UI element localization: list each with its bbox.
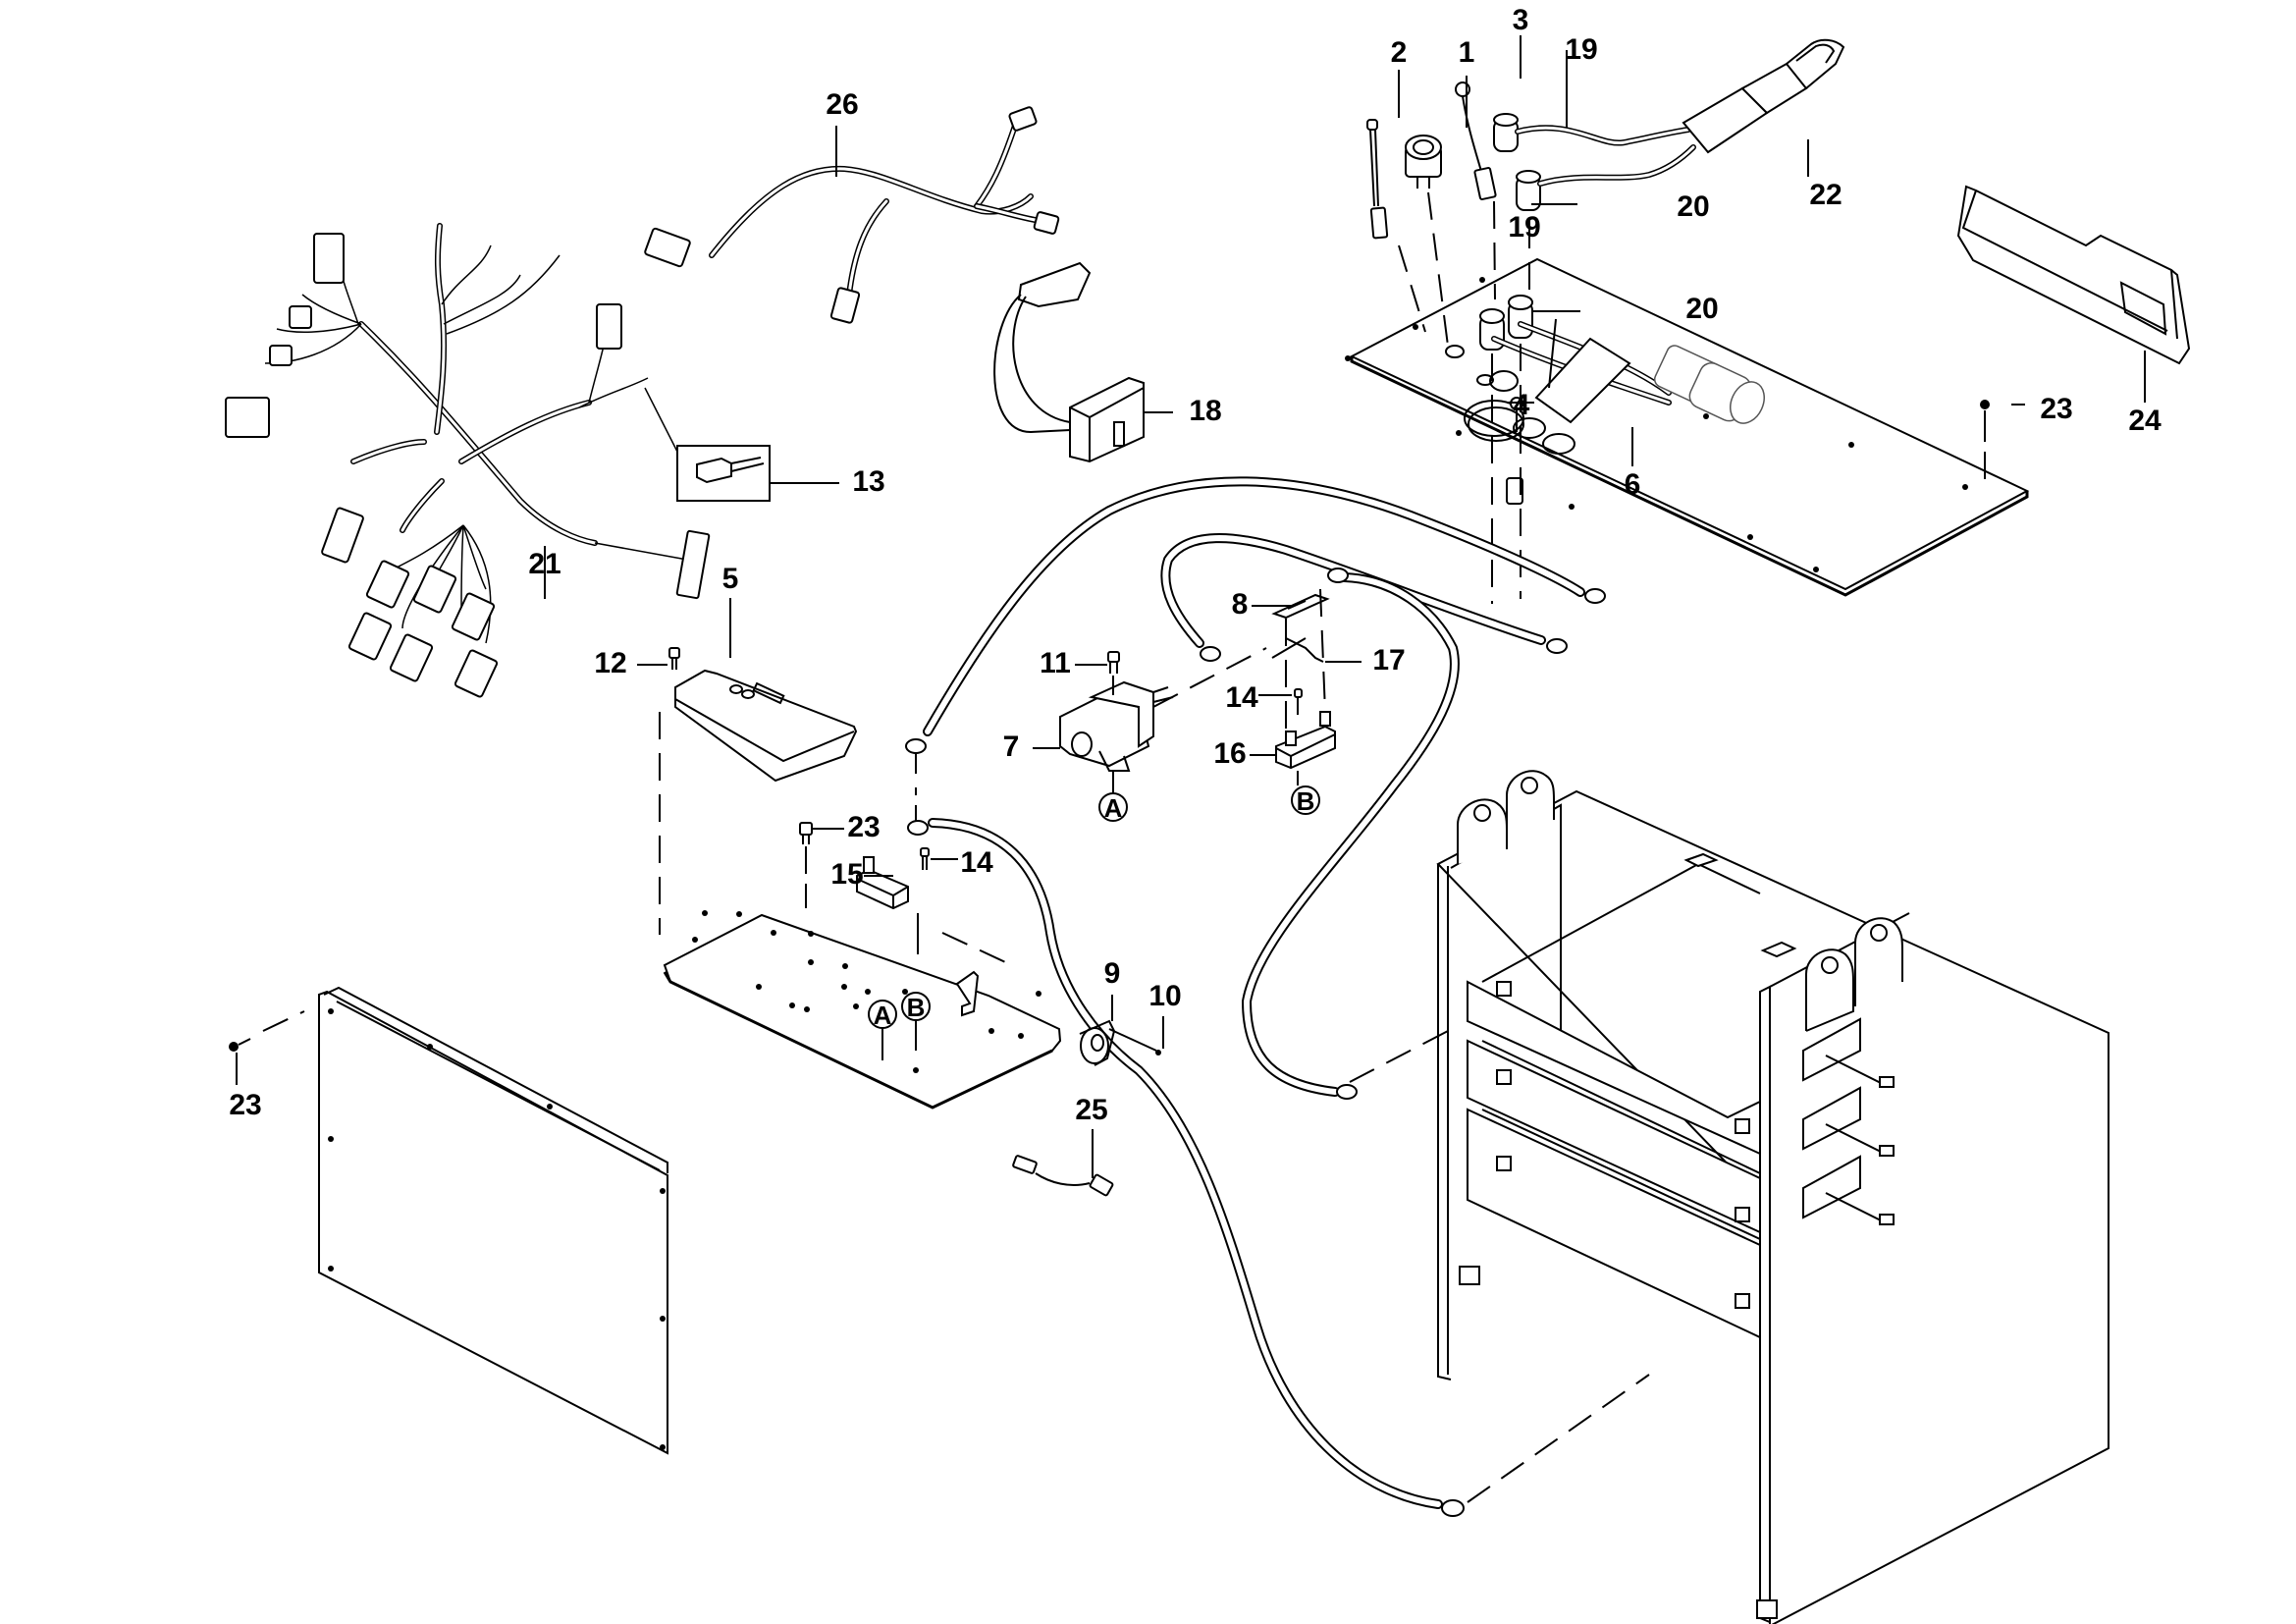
svg-text:A: A <box>874 1001 892 1030</box>
callout-23-left: 23 <box>229 1089 261 1121</box>
callout-24: 24 <box>2128 405 2162 437</box>
assembly-line <box>1152 647 1267 708</box>
callout-11: 11 <box>1040 647 1071 679</box>
callout-18: 18 <box>1189 395 1221 427</box>
callout-10: 10 <box>1148 980 1181 1012</box>
panel-grommets <box>1479 295 1672 406</box>
callout-25: 25 <box>1075 1094 1107 1126</box>
svg-text:B: B <box>907 993 926 1022</box>
callout-6: 6 <box>1625 468 1641 501</box>
reference-mark-A-plate: A <box>868 1000 897 1060</box>
callout-20-mid: 20 <box>1685 293 1718 325</box>
callout-1: 1 <box>1459 36 1475 69</box>
handle-cover-24 <box>1956 185 2191 365</box>
callout-13: 13 <box>852 465 884 498</box>
callout-26: 26 <box>826 88 858 121</box>
callout-3: 3 <box>1513 4 1529 36</box>
screw-23-right <box>1980 400 1990 487</box>
battery-connector-cable-22 <box>1493 38 1845 211</box>
cable-link-17 <box>1271 637 1324 663</box>
charger-connector-6 <box>1534 337 1765 424</box>
side-panel <box>318 986 668 1455</box>
assembly-line <box>1467 1374 1650 1503</box>
screw-14-left <box>920 847 930 870</box>
callout-15: 15 <box>830 858 863 891</box>
callout-20-top: 20 <box>1677 190 1709 223</box>
reference-mark-B-plate: B <box>901 992 931 1051</box>
power-cables <box>905 476 1606 1517</box>
callout-21: 21 <box>528 548 561 580</box>
callout-labels: 1 2 3 4 5 6 7 8 9 10 11 12 13 14 14 15 1… <box>229 4 2162 1126</box>
fuse-holder-16 <box>1275 711 1336 770</box>
callout-16: 16 <box>1213 737 1246 770</box>
assembly-line <box>1427 191 1450 354</box>
screw-14-right <box>1294 688 1303 715</box>
cable-clamp-9 <box>1079 1019 1161 1066</box>
callout-leaders <box>544 35 2146 1178</box>
indicator-lamp-2 <box>1366 119 1389 240</box>
callout-5: 5 <box>722 563 739 595</box>
reference-mark-B-fuseholder: B <box>1291 771 1320 816</box>
jumper-lead-25 <box>1012 1155 1114 1197</box>
callout-19-mid: 19 <box>1508 211 1540 244</box>
reference-mark-A-contactor: A <box>1098 771 1128 823</box>
hour-meter-gauge-1 <box>1405 135 1442 189</box>
callout-23-mid: 23 <box>847 811 880 843</box>
svg-text:B: B <box>1297 786 1315 816</box>
gauge-hole <box>1489 370 1519 392</box>
callout-14-right: 14 <box>1225 681 1258 714</box>
callout-2: 2 <box>1391 36 1408 69</box>
callout-23-right: 23 <box>2040 393 2072 425</box>
callout-22: 22 <box>1809 179 1842 211</box>
terminal-block-15 <box>856 856 909 910</box>
mounting-plate <box>663 910 1062 1110</box>
charger-module-18 <box>993 261 1145 463</box>
assembly-line <box>1493 200 1496 300</box>
callout-8: 8 <box>1232 588 1249 621</box>
battery-box <box>1436 770 2109 1624</box>
contactor-7 <box>1059 680 1174 772</box>
control-panel-plate <box>1345 257 2030 597</box>
sub-harness-26 <box>644 106 1060 324</box>
controller-5 <box>674 669 858 783</box>
callout-17: 17 <box>1372 644 1405 677</box>
fuse-8 <box>1271 593 1330 620</box>
assembly-line <box>941 932 1017 968</box>
callout-9: 9 <box>1104 957 1121 990</box>
mini-fuse-13 <box>676 445 771 502</box>
callout-14-left: 14 <box>960 846 993 879</box>
svg-text:A: A <box>1104 793 1123 823</box>
assembly-line <box>1349 1030 1449 1083</box>
callout-19-top: 19 <box>1565 33 1597 66</box>
screw-23-middle <box>799 822 813 908</box>
main-wiring-harness-21 <box>225 223 711 698</box>
callout-12: 12 <box>594 647 626 679</box>
screw-12 <box>668 647 680 670</box>
key-switch-lead-3 <box>1455 81 1497 200</box>
screw-11 <box>1107 651 1120 695</box>
assembly-line <box>1319 588 1326 713</box>
screw-23-left <box>229 1010 305 1085</box>
callout-7: 7 <box>1003 731 1020 763</box>
assembly-line <box>1398 244 1426 333</box>
callout-4: 4 <box>1514 389 1530 421</box>
